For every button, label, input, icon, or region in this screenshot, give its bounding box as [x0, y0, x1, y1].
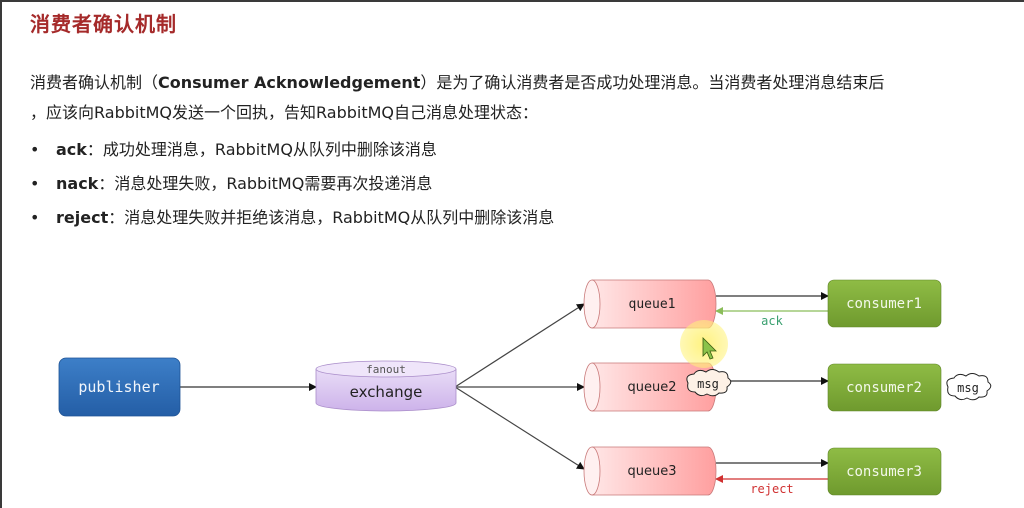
bullet-keyword: reject — [56, 208, 109, 227]
consumer3-node: consumer3 — [827, 447, 942, 496]
window-frame-left — [0, 0, 2, 508]
reject-label: reject — [750, 482, 793, 496]
bullet-text: ：消息处理失败并拒绝该消息，RabbitMQ从队列中删除该消息 — [108, 208, 555, 227]
publisher-label: publisher — [78, 378, 159, 396]
consumer3-label: consumer3 — [846, 464, 922, 480]
bullet-marker: • — [30, 140, 40, 159]
bullet-keyword: nack — [56, 174, 99, 193]
bullet-reject: • reject：消息处理失败并拒绝该消息，RabbitMQ从队列中删除该消息 — [30, 201, 554, 235]
consumer2-node: consumer2 — [827, 363, 942, 412]
message-cloud-consumer2: msg — [946, 373, 992, 401]
ack-label: ack — [761, 314, 783, 328]
bullet-list: •ack：成功处理消息，RabbitMQ从队列中删除该消息 •nack：消息处理… — [30, 133, 554, 235]
queue1-label: queue1 — [629, 297, 676, 312]
edge-exchange-queue1 — [454, 303, 585, 388]
consumer2-label: consumer2 — [846, 380, 922, 396]
message-label-queue2: msg — [697, 377, 719, 391]
intro-line2: ，应该向RabbitMQ发送一个回执，告知RabbitMQ自己消息处理状态： — [30, 103, 539, 122]
intro-prefix: 消费者确认机制（ — [30, 73, 159, 92]
bullet-ack: • ack：成功处理消息，RabbitMQ从队列中删除该消息 — [30, 133, 554, 167]
exchange-node: fanout exchange — [315, 360, 457, 412]
bullet-text: ：消息处理失败，RabbitMQ需要再次投递消息 — [98, 174, 433, 193]
bullet-marker: • — [30, 174, 40, 193]
message-cloud-queue2: msg — [686, 369, 732, 397]
intro-suffix: ）是为了确认消费者是否成功处理消息。当消费者处理消息结束后 — [420, 73, 885, 92]
consumer1-node: consumer1 — [827, 279, 942, 328]
intro-paragraph: 消费者确认机制（Consumer Acknowledgement）是为了确认消费… — [30, 68, 1000, 128]
exchange-label: exchange — [350, 383, 423, 401]
edge-exchange-queue3 — [454, 386, 585, 470]
queue2-node: queue2 — [583, 362, 717, 412]
bullet-marker: • — [30, 208, 40, 227]
consumer1-label: consumer1 — [846, 296, 922, 312]
publisher-node: publisher — [58, 357, 181, 417]
bullet-text: ：成功处理消息，RabbitMQ从队列中删除该消息 — [86, 140, 437, 159]
queue2-label: queue2 — [628, 380, 677, 395]
slide-title: 消费者确认机制 — [30, 12, 177, 36]
queue3-node: queue3 — [583, 446, 717, 496]
window-frame-top — [0, 0, 1024, 2]
message-label-consumer2: msg — [957, 381, 979, 395]
cursor-pointer-icon — [702, 337, 717, 360]
bullet-keyword: ack — [56, 140, 87, 159]
queue1-node: queue1 — [583, 279, 717, 329]
cursor-highlight — [680, 320, 728, 368]
bullet-nack: • nack：消息处理失败，RabbitMQ需要再次投递消息 — [30, 167, 554, 201]
intro-term: Consumer Acknowledgement — [158, 73, 421, 92]
queue3-label: queue3 — [628, 464, 677, 479]
exchange-type-label: fanout — [366, 363, 406, 376]
